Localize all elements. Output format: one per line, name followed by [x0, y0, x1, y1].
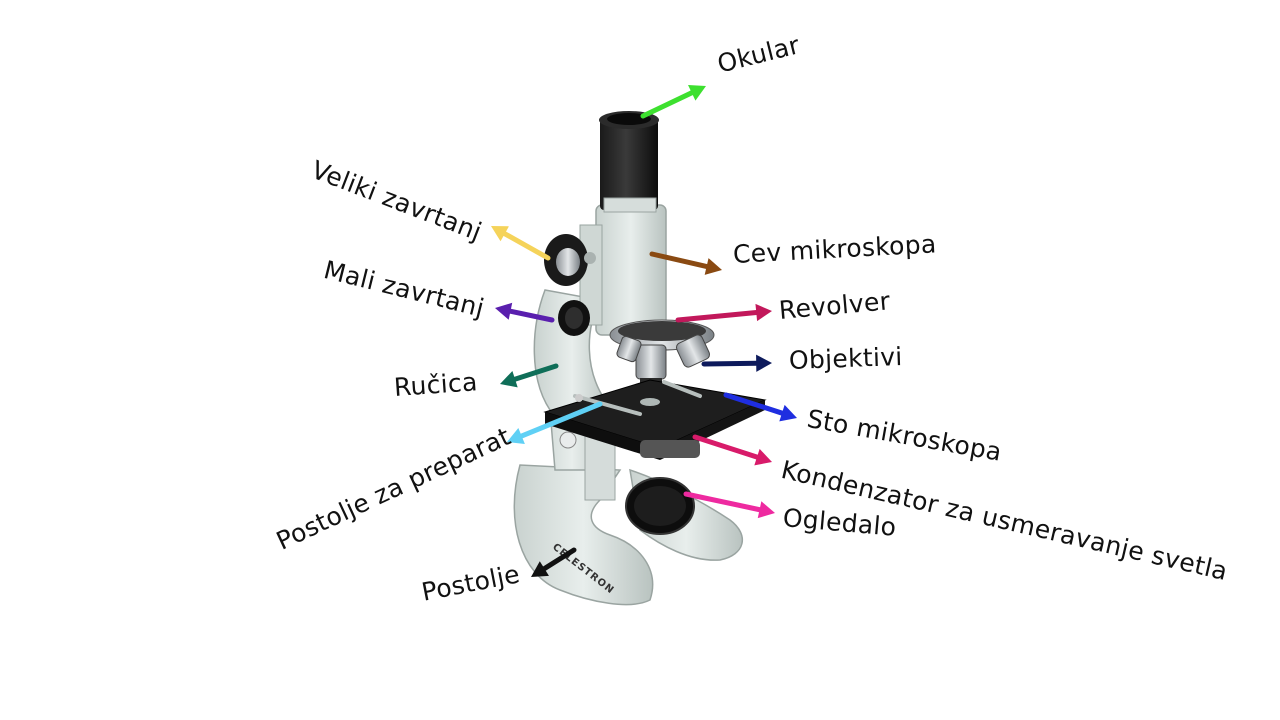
pointer-arrows — [491, 85, 797, 577]
arrowhead-postolje-za-preparat — [507, 428, 525, 445]
arrowhead-revolver — [755, 303, 772, 322]
mirror — [625, 477, 695, 535]
arrowhead-rucica — [500, 370, 518, 388]
arrowhead-ogledalo — [757, 501, 775, 519]
condenser — [640, 440, 700, 458]
arrowhead-sto-mikroskopa — [779, 404, 797, 422]
label-objektivi: Objektivi — [788, 342, 903, 375]
body-tube — [579, 204, 667, 336]
arrow-veliki-zavrtanj — [501, 230, 551, 261]
arrow-postolje-za-preparat — [517, 401, 603, 440]
arrowhead-veliki-zavrtanj — [491, 226, 509, 242]
arrowhead-okular — [688, 85, 706, 101]
arrow-mali-zavrtanj — [506, 308, 555, 323]
arrow-objektivi — [701, 360, 761, 367]
coarse-focus-knob — [544, 234, 596, 286]
arrow-sto-mikroskopa — [723, 392, 786, 417]
arrow-rucica — [511, 363, 559, 383]
arrow-okular — [640, 89, 696, 119]
arrowhead-objektivi — [756, 354, 772, 372]
arrowhead-cev-mikroskopa — [704, 258, 722, 275]
arrowhead-kondenzator — [754, 448, 772, 466]
arrow-revolver — [675, 309, 761, 323]
label-rucica: Ručica — [392, 367, 479, 402]
arrow-postolje — [540, 547, 577, 572]
arrow-ogledalo — [683, 491, 764, 513]
microscope-base: CELESTRON — [513, 464, 744, 606]
arrow-cev-mikroskopa — [649, 251, 711, 270]
arrowhead-postolje — [531, 561, 549, 577]
arrowhead-mali-zavrtanj — [495, 302, 513, 320]
eyepiece — [599, 111, 659, 213]
fine-focus-knob — [558, 300, 590, 336]
arrow-kondenzator — [692, 434, 761, 461]
